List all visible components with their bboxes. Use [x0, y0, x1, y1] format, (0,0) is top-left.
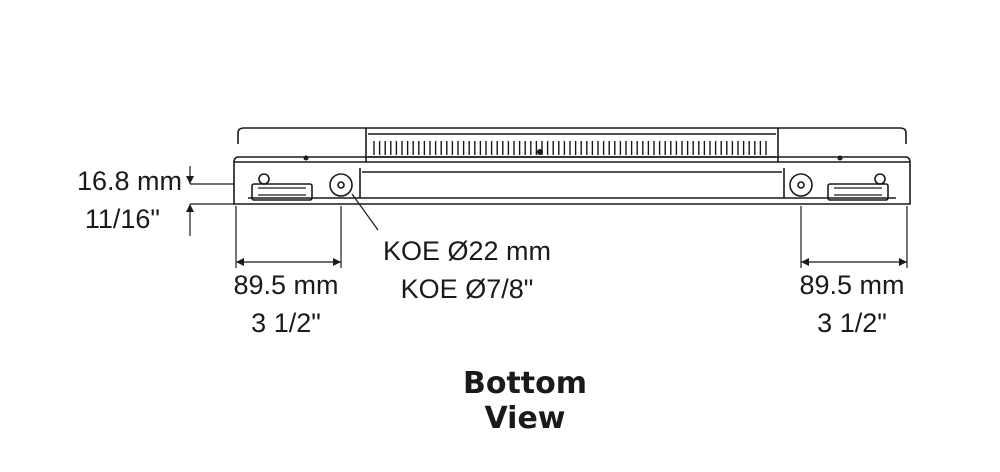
- koe-imperial-label: KOE Ø7/8": [400, 274, 534, 304]
- left-clip: [251, 183, 313, 201]
- fixture-body: [233, 156, 911, 205]
- right-width-metric-label: 89.5 mm: [799, 270, 905, 300]
- view-title: Bottom View: [462, 366, 588, 436]
- left-width-metric-label: 89.5 mm: [233, 270, 339, 300]
- right-clip: [827, 183, 889, 201]
- right-width-imperial-label: 3 1/2": [817, 308, 887, 338]
- left-knockout: [329, 173, 353, 197]
- fixture-top-housing: [237, 127, 907, 144]
- koe-metric-label: KOE Ø22 mm: [382, 236, 552, 266]
- vent-slots: [373, 141, 767, 155]
- right-knockout: [789, 173, 813, 197]
- height-imperial-label: 11/16": [84, 204, 160, 234]
- height-metric-label: 16.8 mm: [76, 166, 182, 196]
- left-width-imperial-label: 3 1/2": [251, 308, 321, 338]
